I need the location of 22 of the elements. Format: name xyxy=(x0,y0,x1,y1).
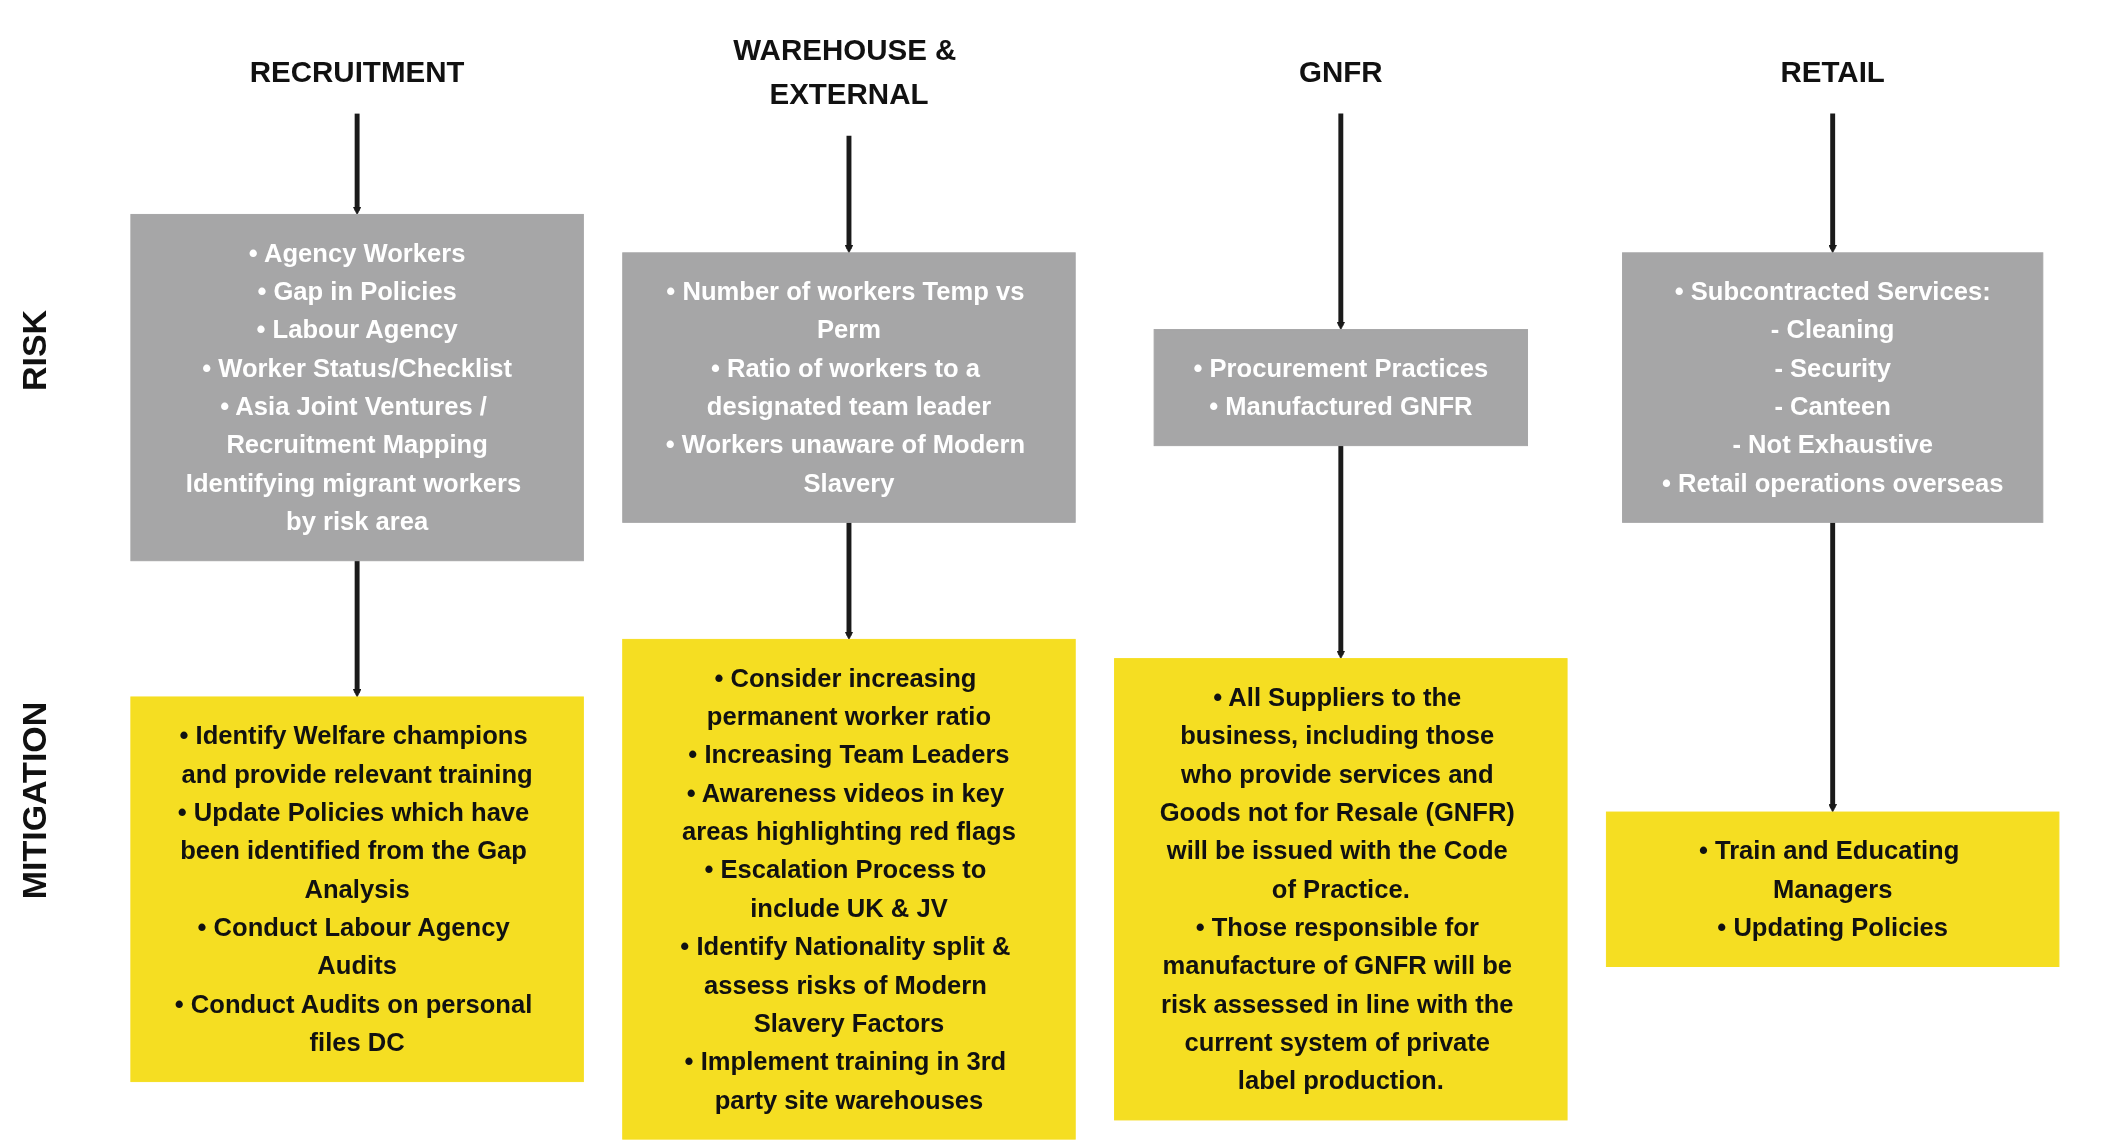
arrow xyxy=(1827,113,1837,254)
arrow xyxy=(1827,522,1837,813)
node-text: GNFR xyxy=(1298,55,1383,89)
arrow xyxy=(844,135,853,254)
node-box: • Number of workers Temp vs Perm • Ratio of workers to a designated team leader • Workers unaware of Modern Slavery xyxy=(621,252,1076,523)
node-box: • Identify Welfare champions and provide relevant training • Update Policies which have been identified from the Gap Analysis • Conduct Labour Agency Audits • Conduct Audits on personal files DC xyxy=(129,696,584,1083)
arrow xyxy=(1336,113,1345,330)
node-box: • Train and Educating Managers • Updating Policies xyxy=(1605,811,2059,967)
node-box: • Consider increasing permanent worker ratio • Increasing Team Leaders • Awareness videos in key areas highlighting red flags • Escalation Process to include UK & JV • Identify Nationality split & assess risks of Modern Slavery Factors • Implement training in 3rd party site warehouses xyxy=(621,638,1076,1140)
arrow xyxy=(844,522,853,640)
node-box: • All Suppliers to the business, including those who provide services and Goods not for Resale (GNFR) will be issued with the Code of Practice. • Those responsible for manufacture of GNFR will be risk assessed in line with the current system of private label production. xyxy=(1113,658,1568,1121)
node-box: • Subcontracted Services: - Cleaning - Security - Canteen - Not Exhaustive • Retail operations overseas xyxy=(1621,252,2043,523)
row-label: MITIGATION xyxy=(15,701,55,899)
arrow xyxy=(352,560,362,698)
node-box: • Procurement Practices • Manufactured GNFR xyxy=(1153,329,1528,447)
arrow xyxy=(1336,445,1345,659)
node-text: RECRUITMENT xyxy=(249,55,465,89)
node-text: RETAIL xyxy=(1780,55,1885,89)
arrow xyxy=(352,113,362,215)
node-text: WAREHOUSE & EXTERNAL xyxy=(732,33,956,111)
row-label: RISK xyxy=(15,309,55,391)
node-box: • Agency Workers • Gap in Policies • Labour Agency • Worker Status/Checklist • Asia Joint Ventures / Recruitment Mapping Identifying migrant workers by risk area xyxy=(129,213,584,562)
